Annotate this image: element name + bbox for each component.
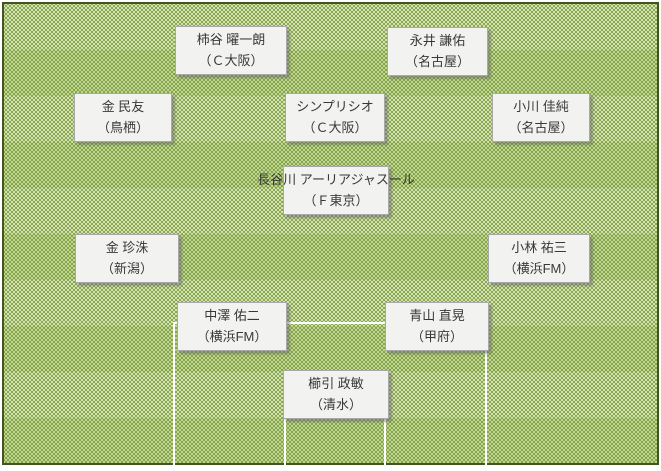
player-club: （清水） (309, 397, 363, 412)
player-name: 永井 謙佑 (409, 33, 466, 48)
player-name: 金 民友 (101, 99, 145, 114)
player-name: シンプリシオ (296, 99, 374, 114)
player-box-midfield-center: シンプリシオ （Ｃ大阪） (285, 93, 385, 142)
player-name: 中澤 佑二 (204, 308, 260, 323)
player-box-forward-left: 柿谷 曜一朗 （Ｃ大阪） (175, 26, 287, 75)
player-box-centerback-right: 青山 直晃 （甲府） (385, 302, 489, 351)
player-box-back-right: 小林 祐三 （横浜FM） (488, 234, 590, 283)
player-name: 柿谷 曜一朗 (196, 32, 266, 47)
player-name: 長谷川 アーリアジャスール (257, 172, 415, 187)
player-club: （Ｃ大阪） (302, 120, 368, 135)
player-name: 櫛引 政敏 (308, 376, 364, 391)
player-club: （鳥栖） (96, 120, 150, 135)
player-name: 小川 佳純 (513, 99, 569, 114)
player-name: 小林 祐三 (511, 240, 567, 255)
player-club: （新潟） (100, 261, 154, 276)
player-name: 金 珍洙 (105, 240, 149, 255)
penalty-area-line (173, 322, 487, 465)
player-box-back-left: 金 珍洙 （新潟） (75, 234, 179, 283)
player-club: （横浜FM） (503, 261, 575, 276)
player-box-forward-right: 永井 謙佑 （名古屋） (387, 27, 488, 76)
player-box-midfield-left: 金 民友 （鳥栖） (74, 93, 172, 142)
player-club: （名古屋） (404, 54, 471, 69)
player-box-defensive-midfield: 長谷川 アーリアジャスール （Ｆ東京） (257, 166, 415, 215)
player-club: （Ｆ東京） (303, 193, 369, 208)
player-club: （横浜FM） (196, 329, 268, 344)
player-club: （Ｃ大阪） (198, 53, 264, 68)
player-box-midfield-right: 小川 佳純 （名古屋） (492, 93, 590, 142)
player-box-goalkeeper: 櫛引 政敏 （清水） (283, 370, 389, 419)
player-club: （甲府） (410, 329, 464, 344)
pitch (2, 2, 659, 465)
player-box-centerback-left: 中澤 佑二 （横浜FM） (177, 302, 287, 351)
player-name: 青山 直晃 (409, 308, 465, 323)
player-club: （名古屋） (508, 120, 574, 135)
